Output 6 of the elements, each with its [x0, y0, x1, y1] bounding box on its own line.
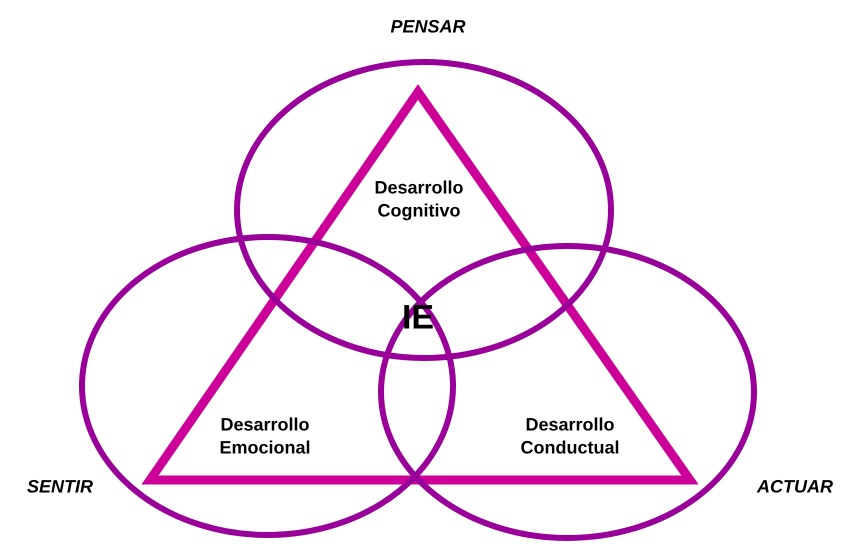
area-label: Desarrollo Conductual	[520, 414, 620, 460]
area-label: Desarrollo Emocional	[218, 414, 312, 460]
heading-label: PENSAR	[390, 16, 466, 38]
heading-label: ACTUAR	[757, 476, 833, 498]
heading-label: SENTIR	[27, 476, 93, 498]
area-label: Desarrollo Cognitivo	[373, 176, 465, 223]
